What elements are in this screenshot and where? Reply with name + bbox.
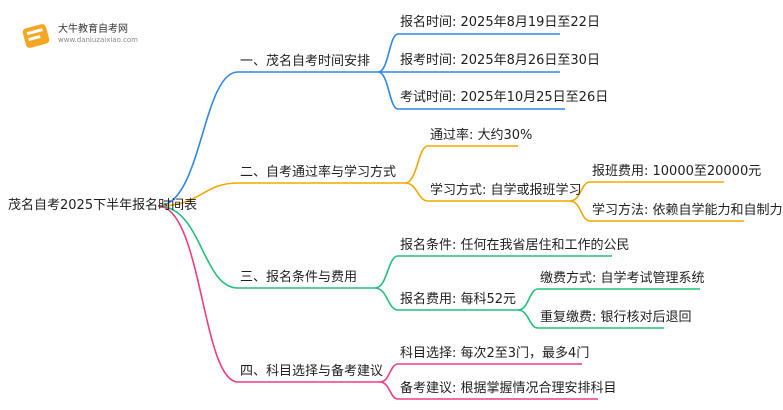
- branch-3-subitem-1: 缴费方式: 自学考试管理系统: [540, 271, 705, 286]
- branch-4-label: 四、科目选择与备考建议: [240, 364, 384, 379]
- branch-2-subitem-1: 报班费用: 10000至20000元: [592, 164, 762, 179]
- branch-2-label: 二、自考通过率与学习方式: [240, 165, 397, 180]
- branch-3-item-1: 报名条件: 任何在我省居住和工作的公民: [400, 238, 630, 253]
- branch-4-item-1: 科目选择: 每次2至3门，最多4门: [400, 346, 590, 361]
- branch-1-item-2: 报考时间: 2025年8月26日至30日: [400, 53, 600, 68]
- branch-3-subitem-1-connector: [517, 288, 539, 311]
- branch-2-item-2-connector: [404, 182, 429, 202]
- branch-1-item-3: 考试时间: 2025年10月25日至26日: [400, 90, 609, 105]
- branch-1-label: 一、茂名自考时间安排: [240, 54, 371, 69]
- branch-3-label: 三、报名条件与费用: [240, 270, 358, 285]
- logo-name: 大牛教育自考网: [58, 24, 128, 35]
- branch-2-subitem-1-connector: [569, 181, 591, 202]
- branch-3-item-2-connector: [374, 287, 399, 311]
- branch-4-item-2-connector: [379, 381, 399, 400]
- branch-4-connector: [157, 205, 239, 383]
- branch-4-item-2: 备考建议: 根据掌握情况合理安排科目: [400, 381, 617, 396]
- branch-2-subitem-2: 学习方法: 依赖自学能力和自制力: [592, 203, 783, 218]
- branch-2-item-1: 通过率: 大约30%: [430, 128, 533, 143]
- logo-icon: [22, 24, 50, 48]
- branch-2-connector: [157, 182, 239, 207]
- branch-2-item-1-connector: [404, 145, 429, 184]
- branch-1-item-1-connector: [377, 33, 399, 73]
- branch-1-item-1: 报名时间: 2025年8月19日至22日: [400, 15, 600, 30]
- branch-2-subitem-2-connector: [569, 200, 591, 222]
- site-logo: 大牛教育自考网 www.daniuzaixiao.com: [20, 18, 190, 54]
- logo-url: www.daniuzaixiao.com: [58, 36, 138, 44]
- branch-3-item-1-connector: [374, 255, 399, 289]
- root-topic: 茂名自考2025下半年报名时间表: [8, 198, 198, 213]
- mindmap-connectors: [157, 33, 744, 400]
- branch-1-connector: [157, 71, 239, 207]
- branch-1-item-3-connector: [377, 71, 399, 110]
- branch-2-item-2: 学习方式: 自学或报班学习: [430, 183, 582, 198]
- branch-3-subitem-2: 重复缴费: 银行核对后退回: [540, 310, 692, 325]
- branch-3-connector: [157, 205, 239, 289]
- branch-3-item-2: 报名费用: 每科52元: [400, 292, 517, 307]
- branch-3-subitem-2-connector: [517, 309, 539, 329]
